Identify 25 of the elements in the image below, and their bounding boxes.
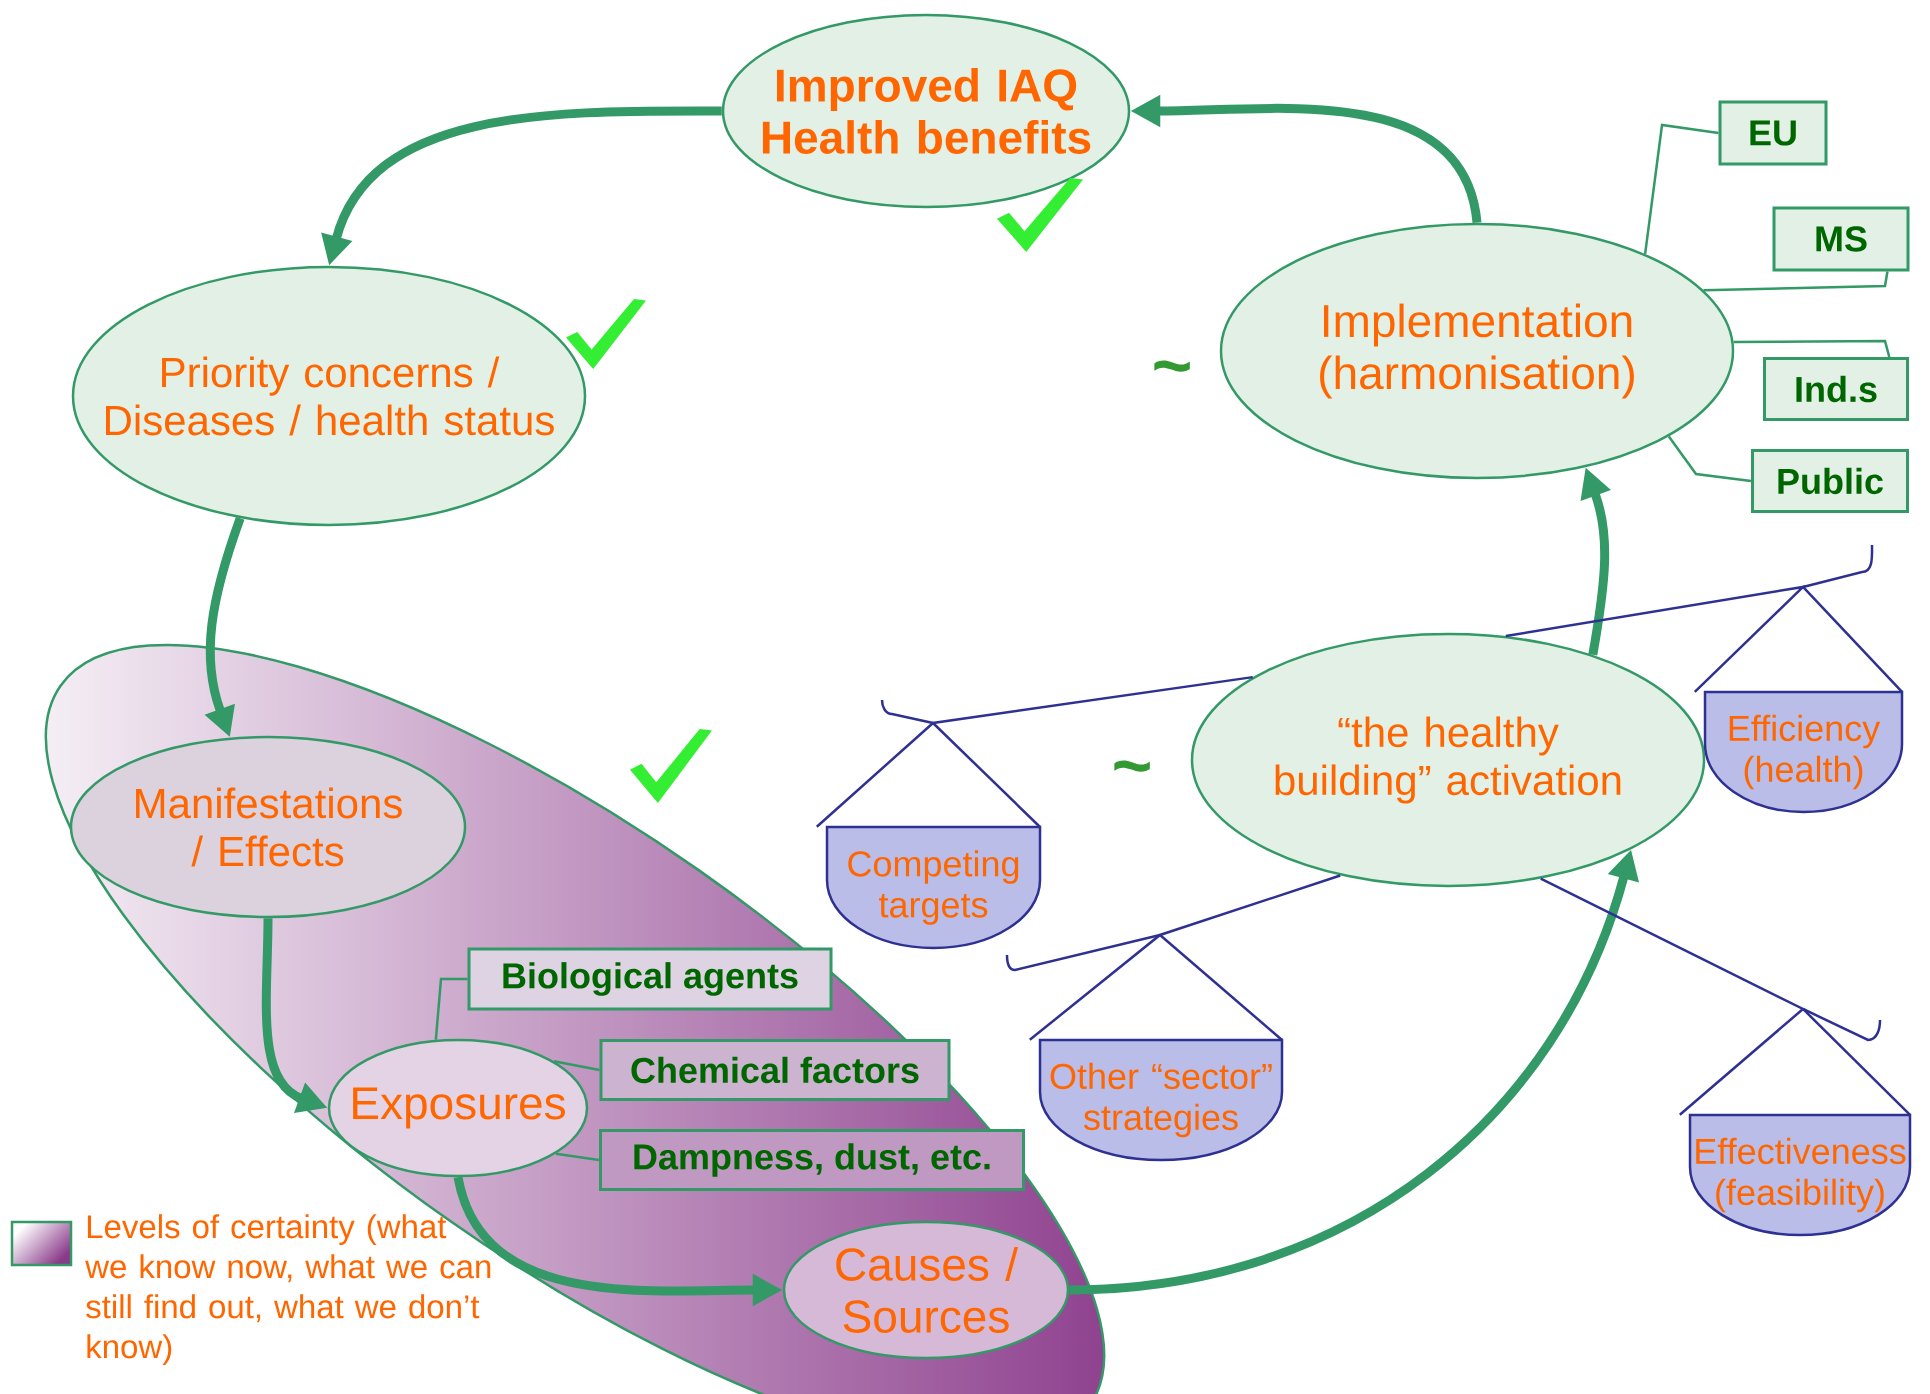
leader-line bbox=[1733, 339, 1891, 358]
factor-box: Biological agents bbox=[467, 947, 833, 1011]
leader-line bbox=[434, 977, 468, 1040]
balance-pan: Other “sector” strategies bbox=[1005, 933, 1284, 1162]
leader-line bbox=[555, 1152, 600, 1162]
legend-text: Levels of certainty (what we know now, what we can still find out, what we don’t know) bbox=[85, 1214, 491, 1365]
actor-box: EU bbox=[1718, 100, 1828, 166]
leader-line bbox=[1667, 435, 1752, 483]
balance-pan: Competing targets bbox=[825, 699, 1042, 950]
balance-pan: Efficiency (health) bbox=[1703, 544, 1904, 814]
balance-pan: Effectiveness (feasibility) bbox=[1688, 1007, 1912, 1237]
tilde-sign: ~ bbox=[1154, 360, 1190, 372]
leader-line bbox=[1643, 123, 1719, 255]
balance-beam bbox=[815, 675, 1253, 828]
actor-box: MS bbox=[1772, 206, 1910, 272]
leader-line bbox=[1703, 271, 1889, 292]
factor-box: Chemical factors bbox=[599, 1039, 951, 1101]
actor-box: Public bbox=[1751, 449, 1909, 513]
balance-beam bbox=[1540, 877, 1806, 1116]
factor-box: Dampness, dust, etc. bbox=[599, 1129, 1025, 1191]
tilde-sign: ~ bbox=[1114, 760, 1150, 772]
balance-beam bbox=[1029, 874, 1341, 1041]
actor-box: Ind.s bbox=[1763, 357, 1909, 421]
leader-line bbox=[553, 1059, 600, 1072]
balance-beam bbox=[1505, 585, 1807, 693]
